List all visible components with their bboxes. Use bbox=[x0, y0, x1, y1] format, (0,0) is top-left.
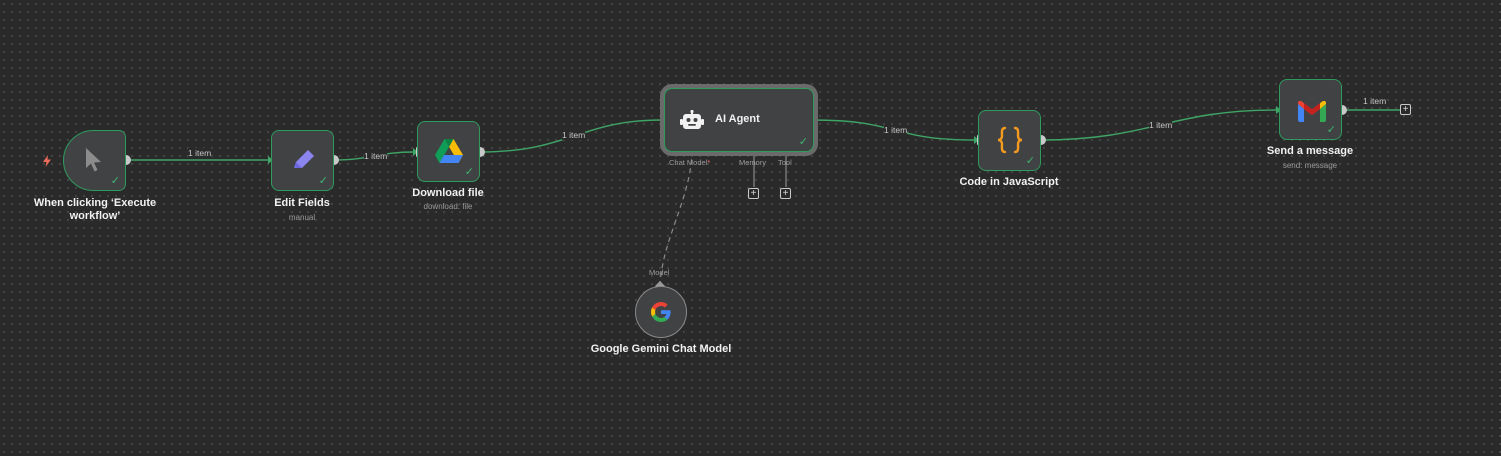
tool-port-label: Tool bbox=[778, 158, 792, 167]
edge-label: 1 item bbox=[1149, 120, 1173, 130]
success-check-icon: ✓ bbox=[110, 175, 120, 187]
add-next-node-button[interactable]: + bbox=[1400, 104, 1411, 115]
pencil-icon bbox=[289, 147, 317, 180]
edit-fields-subtitle: manual bbox=[288, 213, 316, 222]
add-memory-button[interactable]: + bbox=[748, 188, 759, 199]
add-tool-button[interactable]: + bbox=[780, 188, 791, 199]
google-g-icon bbox=[651, 302, 671, 327]
trigger-node[interactable]: ✓ bbox=[63, 130, 126, 191]
lightning-bolt-icon bbox=[42, 154, 52, 172]
cursor-icon bbox=[84, 147, 104, 178]
success-check-icon: ✓ bbox=[318, 175, 328, 187]
download-file-title: Download file bbox=[412, 187, 484, 199]
google-drive-icon bbox=[435, 139, 463, 169]
success-check-icon: ✓ bbox=[1326, 124, 1336, 136]
robot-icon bbox=[680, 109, 704, 137]
download-file-subtitle: download: file bbox=[423, 202, 473, 211]
edge-label: 1 item bbox=[1363, 96, 1387, 106]
gemini-model-port-label: Model bbox=[649, 268, 670, 277]
ai-agent-title: AI Agent bbox=[715, 113, 760, 125]
success-check-icon: ✓ bbox=[464, 166, 474, 178]
gemini-chat-model-title: Google Gemini Chat Model bbox=[590, 343, 732, 355]
download-file-node[interactable]: ✓ bbox=[417, 121, 480, 182]
code-node[interactable]: ✓ bbox=[978, 110, 1041, 171]
ai-agent-node[interactable]: AI Agent ✓ bbox=[664, 88, 814, 152]
chat-model-port-label: Chat Model* bbox=[669, 158, 711, 167]
edit-fields-title: Edit Fields bbox=[274, 197, 330, 209]
edge-label: 1 item bbox=[188, 148, 212, 158]
edit-fields-node[interactable]: ✓ bbox=[271, 130, 334, 191]
gemini-chat-model-node[interactable] bbox=[635, 286, 687, 338]
edge-label: 1 item bbox=[364, 151, 388, 161]
edge-label: 1 item bbox=[884, 125, 908, 135]
trigger-title: When clicking ‘Execute workflow’ bbox=[33, 197, 157, 222]
memory-port-label: Memory bbox=[739, 158, 767, 167]
connection-gemini-agent[interactable] bbox=[659, 152, 693, 287]
send-message-node[interactable]: ✓ bbox=[1279, 79, 1342, 140]
gmail-icon bbox=[1298, 100, 1326, 127]
success-check-icon: ✓ bbox=[1025, 155, 1035, 167]
code-title: Code in JavaScript bbox=[959, 176, 1059, 188]
send-message-title: Send a message bbox=[1266, 145, 1354, 157]
edge-label: 1 item bbox=[562, 130, 586, 140]
success-check-icon: ✓ bbox=[798, 136, 808, 148]
send-message-subtitle: send: message bbox=[1282, 161, 1338, 170]
curly-braces-icon bbox=[996, 125, 1024, 160]
